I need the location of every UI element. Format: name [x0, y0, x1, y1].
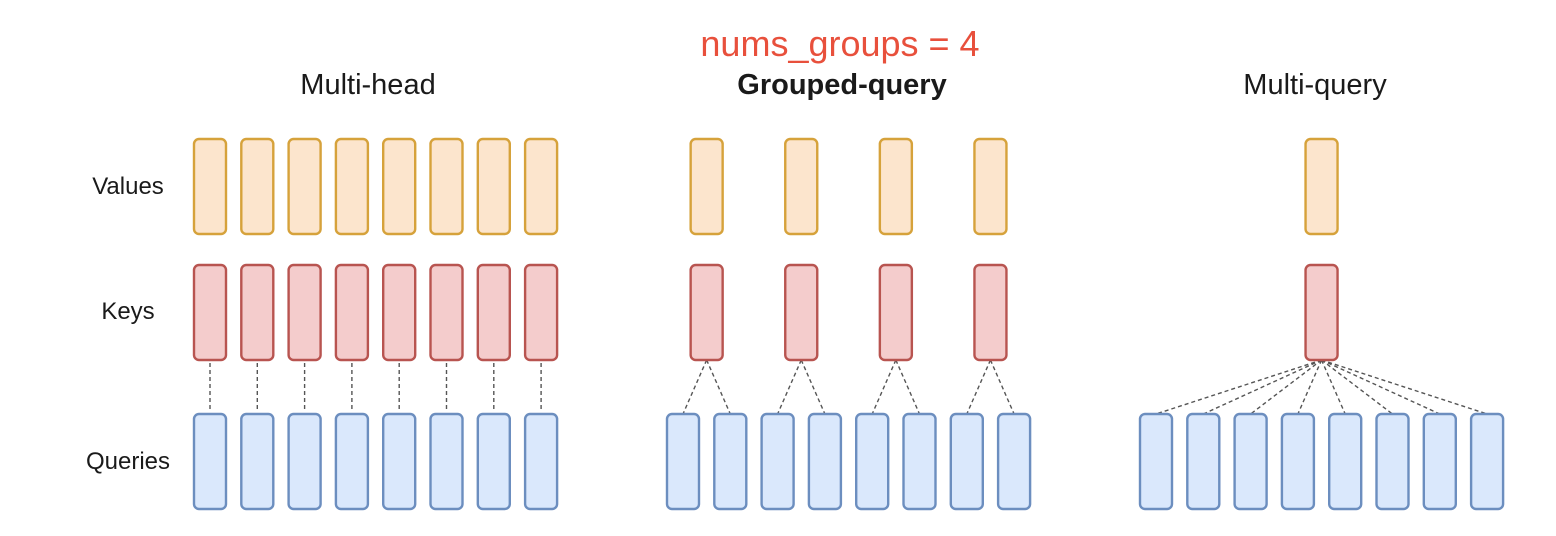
- row-label-keys: Keys: [101, 298, 154, 325]
- panel-title-grouped-query: Grouped-query: [737, 69, 946, 101]
- query-head: [1422, 412, 1458, 511]
- query-head: [1233, 412, 1268, 511]
- row-label-queries: Queries: [86, 448, 170, 475]
- query-head: [760, 412, 795, 511]
- query-head: [996, 412, 1032, 511]
- panel-multi-head: [192, 137, 559, 511]
- query-key-connector: [800, 359, 826, 415]
- panel-title-multi-query: Multi-query: [1243, 69, 1387, 101]
- query-key-connector: [1297, 359, 1323, 415]
- value-head: [689, 137, 724, 236]
- query-head: [665, 412, 701, 511]
- key-head: [476, 263, 511, 362]
- query-head: [476, 412, 511, 511]
- query-head: [713, 412, 748, 511]
- value-head: [382, 137, 417, 236]
- value-head: [240, 137, 275, 236]
- key-head: [334, 263, 370, 362]
- query-key-connector: [776, 359, 802, 415]
- query-head: [1186, 412, 1221, 511]
- query-head: [1280, 412, 1316, 511]
- value-head: [973, 137, 1008, 236]
- key-head: [973, 263, 1008, 362]
- row-label-values: Values: [92, 173, 164, 200]
- value-head: [287, 137, 322, 236]
- query-head: [1469, 412, 1505, 511]
- query-head: [240, 412, 275, 511]
- query-key-connector: [1203, 359, 1322, 415]
- value-head: [784, 137, 819, 236]
- query-head: [429, 412, 464, 511]
- query-key-connector: [871, 359, 897, 415]
- query-head: [949, 412, 984, 511]
- query-head: [855, 412, 890, 511]
- query-key-connector: [1321, 359, 1441, 415]
- panel-grouped-query: [665, 137, 1032, 511]
- value-head: [878, 137, 914, 236]
- key-head: [689, 263, 724, 362]
- value-head: [523, 137, 559, 236]
- query-head: [334, 412, 370, 511]
- num-groups-annotation: nums_groups = 4: [700, 23, 979, 64]
- query-head: [902, 412, 937, 511]
- key-head: [429, 263, 464, 362]
- query-head: [382, 412, 417, 511]
- key-head: [192, 263, 228, 362]
- panel-multi-query: [1138, 137, 1505, 511]
- key-head: [240, 263, 275, 362]
- key-head: [523, 263, 559, 362]
- query-head: [523, 412, 559, 511]
- query-key-connector: [1321, 359, 1488, 415]
- key-head: [878, 263, 914, 362]
- query-head: [1375, 412, 1410, 511]
- query-key-connector: [895, 359, 921, 415]
- query-head: [807, 412, 843, 511]
- query-key-connector: [1155, 359, 1322, 415]
- query-key-connector: [1250, 359, 1322, 415]
- query-head: [1138, 412, 1174, 511]
- value-head: [429, 137, 464, 236]
- query-key-connector: [989, 359, 1015, 415]
- key-head: [1304, 263, 1339, 362]
- query-head: [192, 412, 228, 511]
- query-key-connector: [1320, 359, 1346, 415]
- key-head: [287, 263, 322, 362]
- value-head: [476, 137, 511, 236]
- query-key-connector: [1321, 359, 1393, 415]
- value-head: [334, 137, 370, 236]
- query-key-connector: [682, 359, 708, 415]
- value-head: [1304, 137, 1339, 236]
- query-head: [287, 412, 322, 511]
- query-key-connector: [966, 359, 992, 415]
- key-head: [382, 263, 417, 362]
- query-head: [1327, 412, 1363, 511]
- query-key-connector: [706, 359, 731, 415]
- key-head: [784, 263, 819, 362]
- value-head: [192, 137, 228, 236]
- panel-title-multi-head: Multi-head: [300, 69, 435, 101]
